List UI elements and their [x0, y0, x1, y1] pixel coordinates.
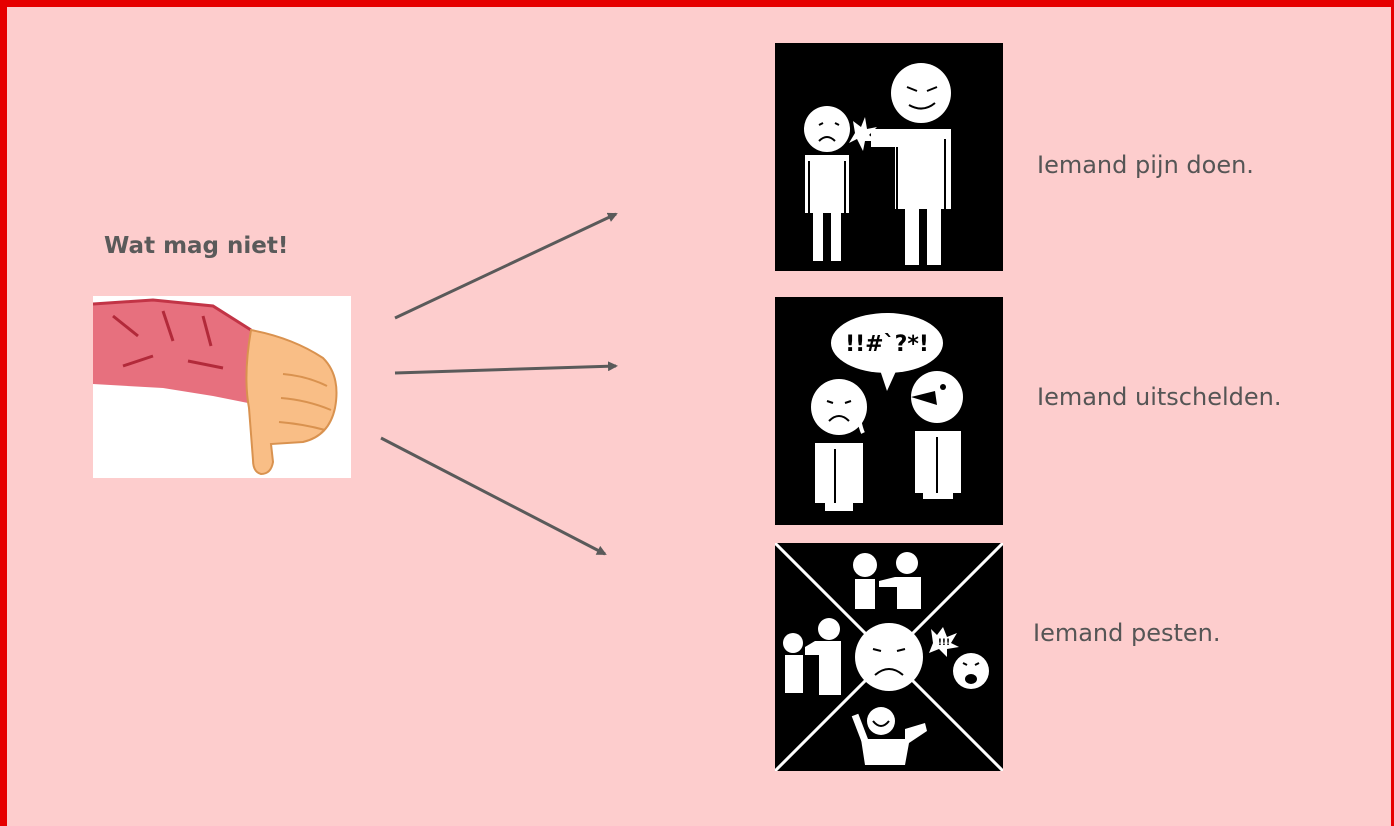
arrows — [380, 212, 618, 556]
burst-text: !!! — [938, 638, 950, 648]
thumbs-down-image — [92, 296, 351, 478]
scolding-pictogram: !!#`?*! — [775, 297, 1003, 525]
bullying-pictogram: !!! — [773, 541, 1005, 773]
hitting-pictogram-icon — [804, 63, 951, 265]
hitting-pictogram — [775, 43, 1003, 271]
caption-pesten: Iemand pesten. — [1033, 619, 1221, 647]
arrow-down — [380, 436, 607, 556]
speech-text: !!#`?*! — [845, 332, 929, 357]
caption-pijn-doen: Iemand pijn doen. — [1037, 151, 1254, 179]
scolding-pictogram-icon: !!#`?*! — [811, 313, 963, 511]
caption-uitschelden: Iemand uitschelden. — [1037, 383, 1282, 411]
thumbs-down-icon — [92, 298, 338, 476]
arrow-middle — [394, 361, 618, 375]
slide-title: Wat mag niet! — [104, 233, 289, 259]
bullying-pictogram-icon: !!! — [773, 541, 1005, 773]
arrow-up — [394, 212, 618, 320]
